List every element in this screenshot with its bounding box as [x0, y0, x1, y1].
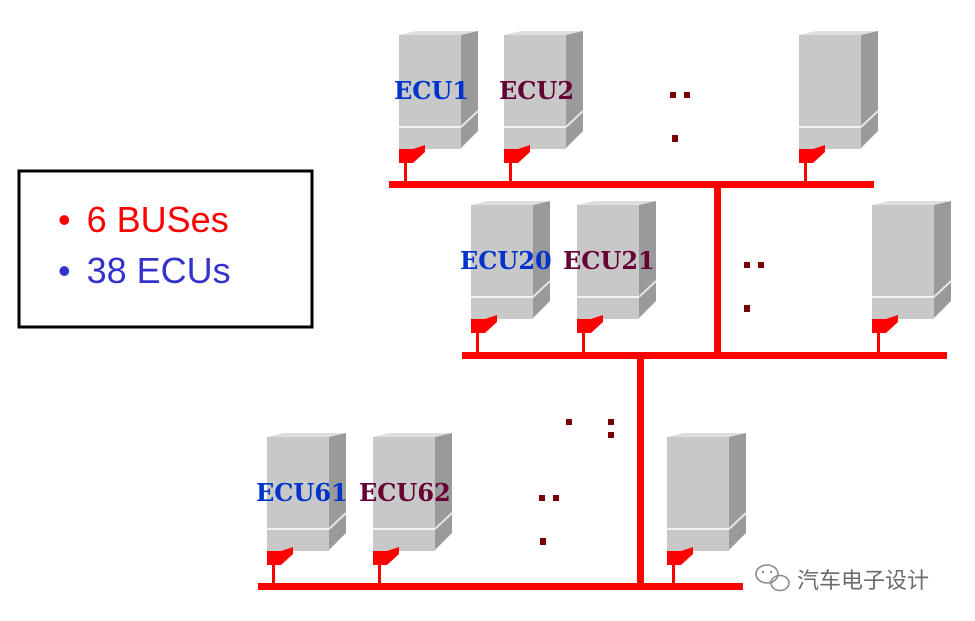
ecu-box-divider-side [434, 512, 453, 530]
bus-trunk-2-3 [637, 355, 644, 587]
ecu-box [799, 31, 879, 181]
ecu-box-divider-side [860, 110, 879, 128]
ecu-connector [471, 315, 497, 333]
ecu-box-divider-side [638, 280, 657, 298]
ecu-box-side [461, 31, 478, 148]
ecu-box-top [872, 201, 951, 205]
ecu-connector [577, 315, 603, 333]
ecu-box-side [639, 201, 656, 318]
ecu-box-divider-side [328, 512, 347, 530]
stat-buses-bullet: • [58, 199, 71, 240]
ecu-box-divider-side [460, 110, 479, 128]
bus-lines [258, 181, 947, 590]
ecu-label: ECU21 [563, 246, 655, 275]
ecu-drop-line [476, 333, 479, 352]
ecu-drop-line [404, 163, 407, 181]
ecu-box-front [667, 437, 729, 551]
ecu-box-front [399, 35, 461, 149]
ecu-connector [267, 547, 293, 565]
ecu-box: ECU2 [499, 31, 584, 181]
ecu-label: ECU2 [499, 76, 574, 105]
ecu-box-side [566, 31, 583, 148]
ecu-box-side [729, 433, 746, 550]
ecu-box-front [799, 35, 861, 149]
stat-ecus-bullet: • [58, 250, 71, 291]
stats-box: • 6 BUSes • 38 ECUs [17, 169, 314, 329]
ecu-label: ECU62 [359, 478, 451, 507]
ellipsis-between-buses [566, 419, 614, 438]
ecu-box-divider-side [728, 512, 747, 530]
bus-trunk-1-2 [714, 184, 721, 356]
ecu-box-front [577, 205, 639, 319]
ecu-box-front [471, 205, 533, 319]
ecu-box-top [799, 31, 878, 35]
ecu-box-divider-side [933, 280, 952, 298]
ecu-box-top [667, 433, 746, 437]
ecu-box-front [872, 205, 934, 319]
ellipsis-row-2 [744, 262, 764, 312]
ecu-connector [799, 145, 825, 163]
ecu-box-top [373, 433, 452, 437]
ecu-drop-line [804, 163, 807, 181]
ecu-box-top [399, 31, 478, 35]
stat-ecus-text: 38 ECUs [87, 250, 231, 291]
bus-line-2 [462, 352, 947, 359]
stat-buses: • 6 BUSes [58, 199, 229, 240]
ecu-box-side [533, 201, 550, 318]
ecu-label: ECU61 [256, 478, 348, 507]
ecu-box-side [861, 31, 878, 148]
ecu-box-front [267, 437, 329, 551]
ecu-box: ECU62 [359, 433, 453, 583]
ecu-connector [373, 547, 399, 565]
ecu-box [872, 201, 952, 352]
ecu-drop-line [378, 565, 381, 583]
ecu-box: ECU1 [394, 31, 479, 181]
bus-line-3 [258, 583, 743, 590]
ecu-box: ECU61 [256, 433, 348, 583]
watermark: 汽车电子设计 [755, 564, 929, 594]
ecu-drop-line [877, 333, 880, 352]
ecu-box-divider-side [532, 280, 551, 298]
ecu-box-top [471, 201, 550, 205]
ecu-connector [872, 315, 898, 333]
ecu-connector [667, 547, 693, 565]
ecu-box-top [267, 433, 346, 437]
ecu-drop-line [272, 565, 275, 583]
ecu-box-side [329, 433, 346, 550]
ecu-drop-line [582, 333, 585, 352]
ecu-label: ECU20 [460, 246, 552, 275]
ecu-connector [399, 145, 425, 163]
ecu-box [667, 433, 747, 583]
ecu-box-front [373, 437, 435, 551]
ellipsis-row-3 [539, 495, 559, 545]
ecu-label: ECU1 [394, 76, 469, 105]
ecu-box-side [435, 433, 452, 550]
stat-buses-text: 6 BUSes [87, 199, 229, 240]
watermark-text: 汽车电子设计 [797, 569, 929, 594]
ecu-box-front [504, 35, 566, 149]
ecu-drop-line [509, 163, 512, 181]
ecu-box-top [504, 31, 583, 35]
bus-line-1 [389, 181, 874, 188]
ecu-box-side [934, 201, 951, 318]
ecu-drop-line [672, 565, 675, 583]
ecu-connector [504, 145, 530, 163]
stat-ecus: • 38 ECUs [58, 250, 231, 291]
wechat-icon [755, 564, 790, 592]
ellipsis-row-1 [670, 92, 690, 142]
ecu-box: ECU21 [563, 201, 657, 352]
ecu-box-divider-side [565, 110, 584, 128]
ecu-box: ECU20 [460, 201, 552, 352]
ellipsis-marks [539, 92, 764, 545]
ecu-box-top [577, 201, 656, 205]
